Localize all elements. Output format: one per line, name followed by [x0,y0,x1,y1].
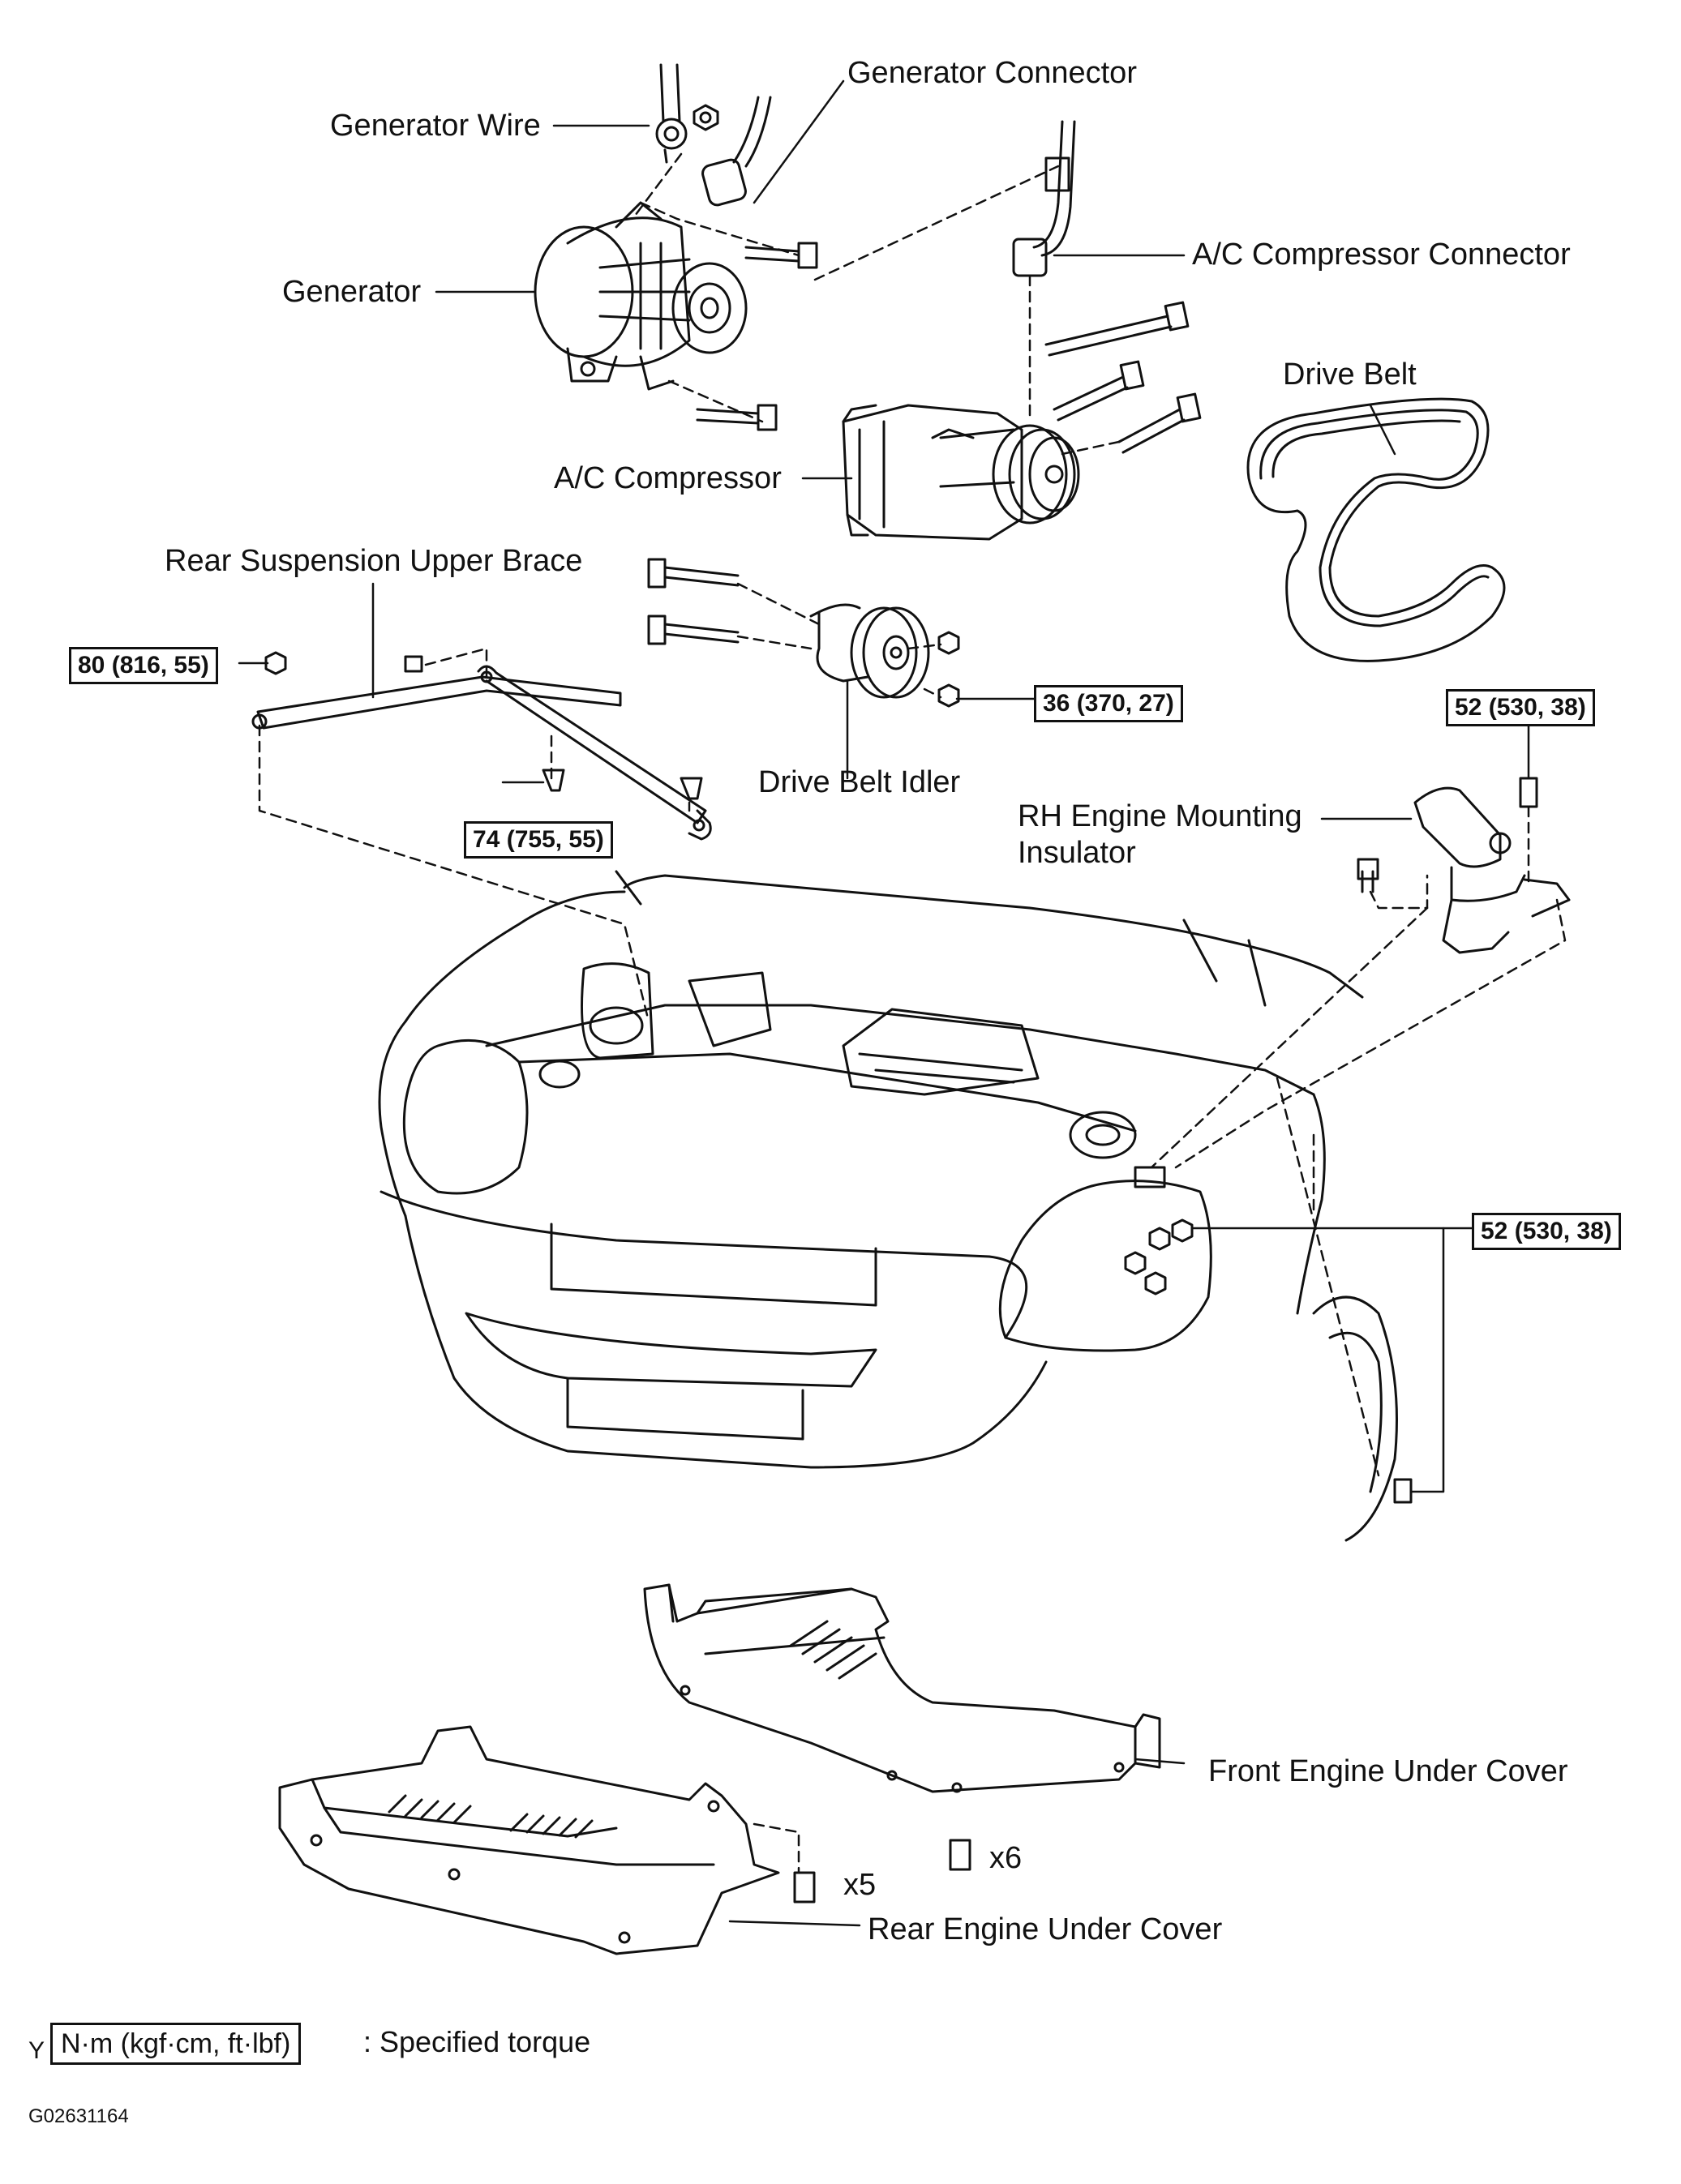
ac-compressor-drawing [842,404,1080,541]
ac-compressor-bolts [1044,301,1202,454]
alignment-lines [258,152,1567,1874]
drive-belt-idler-drawing [647,558,960,708]
generator-wire-label: Generator Wire [330,109,541,143]
rear-suspension-upper-brace-drawing [251,651,712,841]
rear-engine-under-cover-drawing [278,1725,816,1955]
generator-drawing [534,201,748,391]
drive-belt-idler-label: Drive Belt Idler [758,765,961,799]
leader-lines [238,79,1530,1927]
vehicle-body-drawing [378,870,1413,1542]
rh-engine-mounting-insulator-drawing [1357,777,1571,954]
rear-engine-under-cover-label: Rear Engine Under Cover [868,1912,1223,1946]
drive-belt-label: Drive Belt [1283,358,1417,392]
legend-unit-box: N·m (kgf·cm, ft·lbf) [50,2023,302,2065]
torque-mount-body-bolts: 52 (530, 38) [1472,1213,1621,1250]
rh-engine-mounting-insulator-label-line1: RH Engine Mounting [1018,799,1302,833]
front-engine-under-cover-label: Front Engine Under Cover [1208,1754,1568,1788]
ac-compressor-connector-drawing [1012,120,1076,277]
torque-brace-lower-bolt: 74 (755, 55) [464,821,613,859]
generator-label: Generator [282,275,422,309]
generator-wire-drawing [655,63,719,164]
rear-cover-bolt-count: x5 [843,1868,877,1902]
figure-id: G02631164 [28,2105,129,2127]
ac-compressor-label: A/C Compressor [554,461,782,495]
generator-connector-label: Generator Connector [847,56,1137,90]
ac-compressor-connector-label: A/C Compressor Connector [1192,238,1571,272]
generator-bolts [696,242,818,431]
rear-suspension-upper-brace-label: Rear Suspension Upper Brace [165,544,583,578]
legend-prefix: Y [28,2037,45,2064]
torque-brace-bolt: 80 (816, 55) [69,647,218,684]
rh-engine-mounting-insulator-label-line2: Insulator [1018,836,1136,870]
torque-idler-nut: 36 (370, 27) [1034,685,1183,722]
legend-text: : Specified torque [363,2025,591,2058]
front-cover-bolt-count: x6 [989,1841,1023,1875]
generator-connector-drawing [701,96,772,207]
torque-mount-top-bolt: 52 (530, 38) [1446,689,1595,726]
front-engine-under-cover-drawing [643,1583,1161,1871]
drive-belt-drawing [1246,397,1506,662]
